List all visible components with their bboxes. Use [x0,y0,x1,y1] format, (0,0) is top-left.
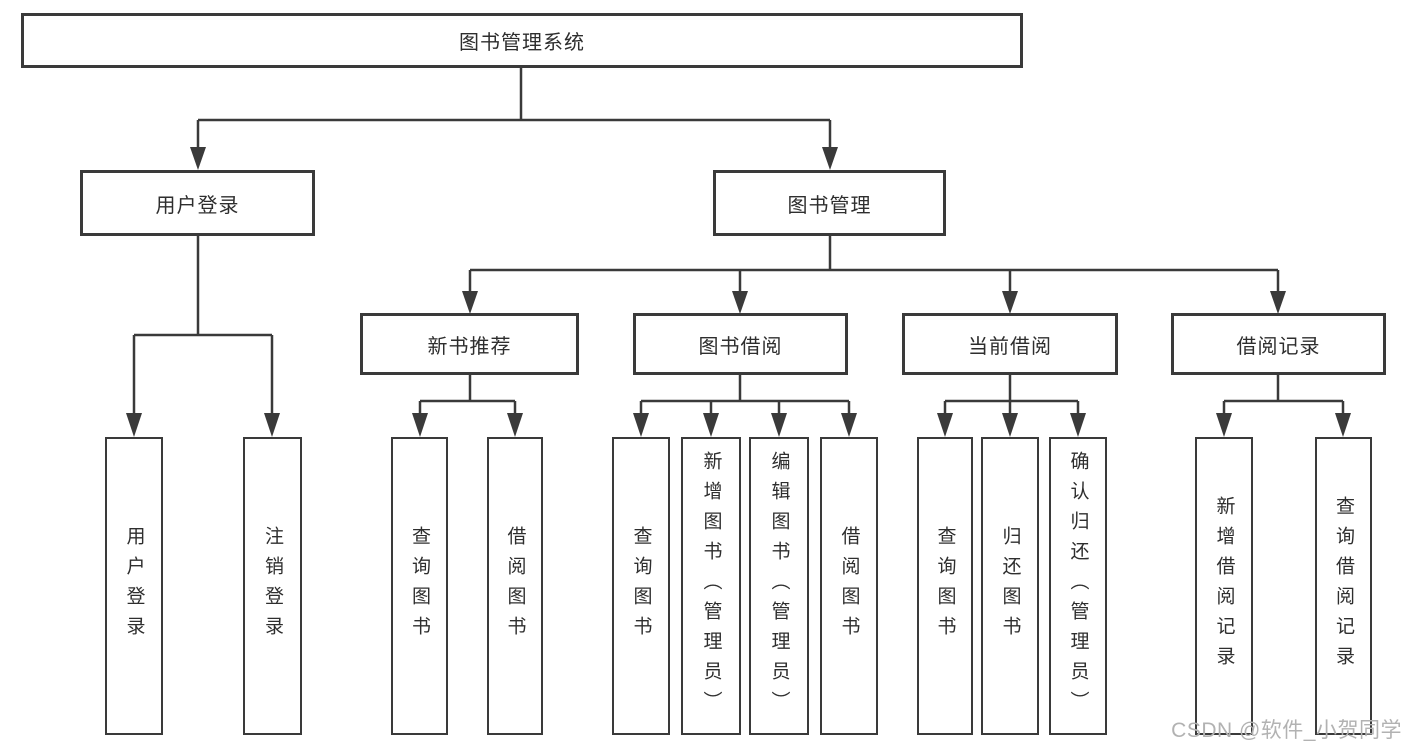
connector-current-borrow-to-leaves [943,375,1080,414]
leaf-record-query-label: 查询借阅记录 [1333,496,1354,676]
node-current-borrow-label: 当前借阅 [968,335,1052,358]
leaf-borrow-add-admin: 新增图书（管理员） [681,437,741,735]
connector-new-book-to-leaves [418,375,517,414]
leaf-borrow-edit-admin-label: 编辑图书（管理员） [768,451,790,721]
leaf-record-add-label: 新增借阅记录 [1213,496,1235,676]
connector-user-login-to-leaves [132,236,274,415]
leaf-user-login-label: 用户登录 [123,526,145,646]
connector-root-to-branches [196,68,832,148]
node-user-login-branch: 用户登录 [80,170,315,236]
leaf-borrow-add-admin-label: 新增图书（管理员） [700,451,722,721]
leaf-logout: 注销登录 [243,437,302,735]
node-borrow-records-label: 借阅记录 [1236,335,1321,358]
leaf-current-confirm-admin: 确认归还（管理员） [1049,437,1107,735]
node-user-login-branch-label: 用户登录 [155,194,240,217]
leaf-logout-label: 注销登录 [262,526,283,646]
leaf-current-confirm-admin-label: 确认归还（管理员） [1067,451,1089,721]
leaf-borrow-book: 借阅图书 [820,437,878,735]
node-book-mgmt-branch-label: 图书管理 [787,194,872,217]
leaf-newbook-query-label: 查询图书 [409,526,430,646]
arrowheads [126,147,1351,437]
leaf-current-query: 查询图书 [917,437,973,735]
node-book-mgmt-branch: 图书管理 [713,170,946,236]
leaf-newbook-query: 查询图书 [391,437,448,735]
connector-book-mgmt-to-groups [468,236,1280,293]
node-current-borrow: 当前借阅 [902,313,1118,375]
node-book-borrow-label: 图书借阅 [698,335,783,358]
node-borrow-records: 借阅记录 [1171,313,1386,375]
node-new-book-rec-label: 新书推荐 [427,335,512,358]
leaf-record-add: 新增借阅记录 [1195,437,1253,735]
leaf-current-return-label: 归还图书 [999,526,1021,646]
leaf-newbook-borrow-label: 借阅图书 [504,526,526,646]
leaf-borrow-book-label: 借阅图书 [838,526,860,646]
leaf-borrow-edit-admin: 编辑图书（管理员） [749,437,809,735]
leaf-current-query-label: 查询图书 [934,526,956,646]
node-root-label: 图书管理系统 [459,32,585,54]
csdn-watermark: CSDN @软件_小贺同学 [1171,719,1402,742]
leaf-borrow-query-label: 查询图书 [630,526,652,646]
leaf-newbook-borrow: 借阅图书 [487,437,543,735]
leaf-user-login: 用户登录 [105,437,163,735]
leaf-current-return: 归还图书 [981,437,1039,735]
connector-book-borrow-to-leaves [639,375,851,414]
leaf-borrow-query: 查询图书 [612,437,670,735]
node-new-book-rec: 新书推荐 [360,313,579,375]
node-book-borrow: 图书借阅 [633,313,848,375]
leaf-record-query: 查询借阅记录 [1315,437,1372,735]
connector-borrow-records-to-leaves [1222,375,1345,414]
node-root: 图书管理系统 [21,13,1023,68]
